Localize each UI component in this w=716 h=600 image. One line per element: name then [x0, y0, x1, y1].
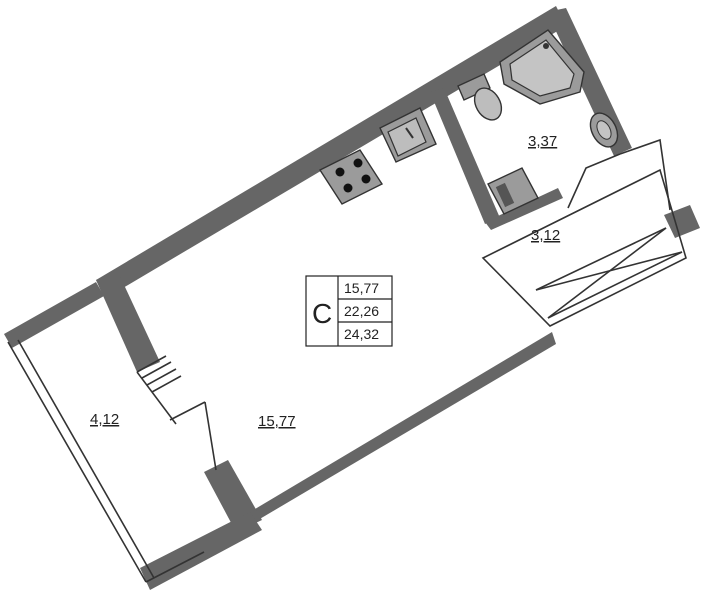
- stove-icon: [318, 149, 384, 205]
- entrance-door: [481, 138, 687, 327]
- balcony-wall-upper: [96, 272, 160, 372]
- washbasin-icon: [589, 112, 619, 148]
- balcony-top-rail: [4, 282, 104, 348]
- bathroom-left-wall: [430, 88, 500, 224]
- hall-area-label: 3,12: [531, 227, 560, 244]
- area-legend: С 15,77 22,26 24,32: [305, 275, 393, 347]
- bathroom-bottom-wall: [485, 188, 563, 230]
- toilet-icon: [457, 73, 503, 121]
- main-bottom-wall: [250, 332, 556, 520]
- balcony-area-label: 4,12: [90, 411, 119, 428]
- kitchen: [318, 107, 437, 205]
- washing-machine-icon: [487, 167, 539, 215]
- balcony-window: [136, 355, 217, 471]
- legend-living-area: 15,77: [344, 280, 379, 296]
- balcony: [7, 339, 205, 583]
- sink-icon: [379, 107, 437, 163]
- main-room-area-label: 15,77: [258, 413, 296, 430]
- top-outer-wall: [96, 6, 566, 298]
- walls: [4, 6, 700, 590]
- legend-letter: С: [312, 298, 332, 329]
- bathroom: [457, 29, 619, 215]
- legend-total-area: 24,32: [344, 326, 379, 342]
- room-labels: 4,12 15,77 3,37 3,12: [90, 133, 560, 430]
- shower-icon: [499, 29, 585, 105]
- bottom-left-wall: [140, 512, 262, 590]
- bathroom-area-label: 3,37: [528, 133, 557, 150]
- legend-area-without-balcony: 22,26: [344, 303, 379, 319]
